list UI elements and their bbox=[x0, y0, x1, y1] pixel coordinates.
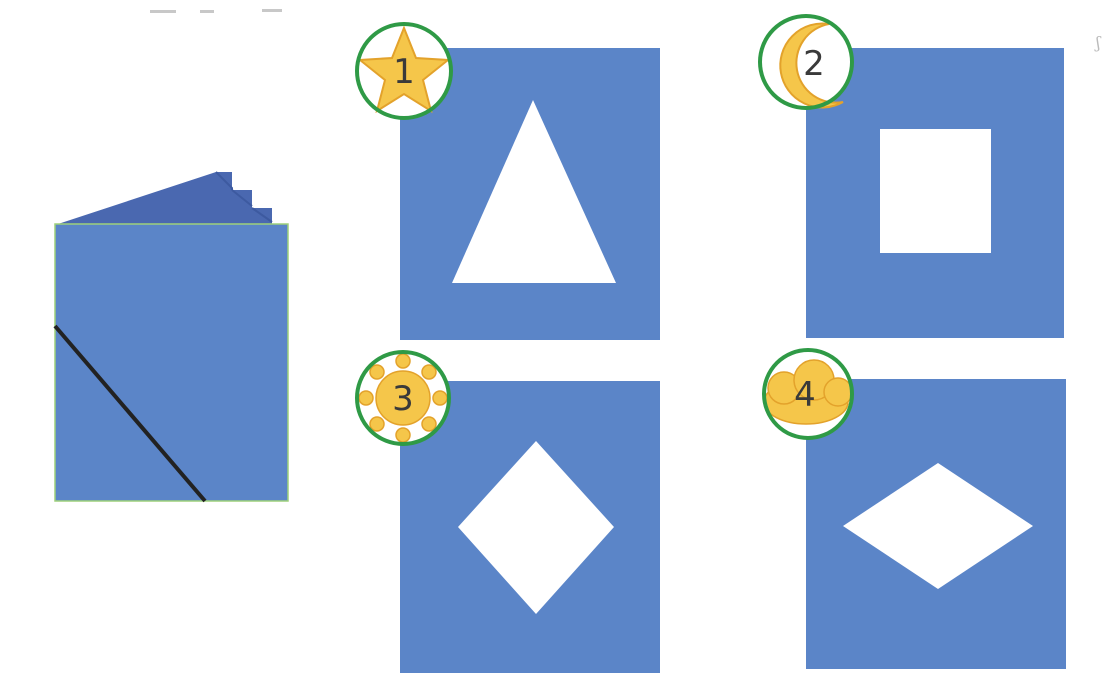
option-number-label: 3 bbox=[392, 379, 414, 419]
option-4[interactable]: 4 bbox=[764, 350, 1066, 669]
folded-paper bbox=[55, 172, 288, 501]
option-number-label: 1 bbox=[393, 52, 415, 92]
svg-text:ʃ: ʃ bbox=[1094, 33, 1102, 52]
option-1[interactable]: 1 bbox=[357, 24, 660, 340]
badge-1: 1 bbox=[357, 24, 451, 118]
badge-3: 3 bbox=[357, 352, 449, 444]
scan-specks: ʃ bbox=[150, 9, 1102, 52]
option-2[interactable]: 2 bbox=[760, 16, 1064, 338]
folded-layers bbox=[58, 172, 288, 230]
rectangle-hole bbox=[880, 129, 991, 253]
badge-2: 2 bbox=[760, 16, 852, 108]
badge-4: 4 bbox=[764, 350, 852, 438]
option-number-label: 4 bbox=[794, 375, 816, 415]
option-3[interactable]: 3 bbox=[357, 352, 660, 673]
option-number-label: 2 bbox=[803, 44, 825, 84]
